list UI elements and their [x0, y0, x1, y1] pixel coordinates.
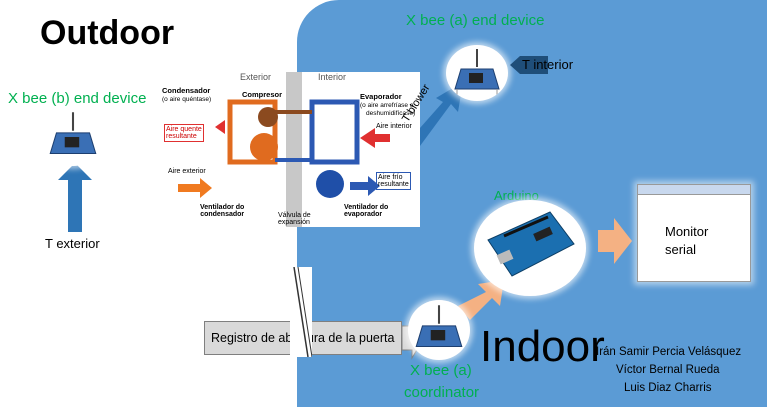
- hvac-aire-quente: Aire quente resultante: [164, 124, 204, 142]
- hvac-diagram: Exterior Interior Condensador (o aire qu…: [160, 72, 420, 227]
- hvac-aire-frio-l2: resultante: [378, 181, 409, 188]
- hvac-valvula-l2: expansión: [278, 219, 310, 226]
- monitor-line2: serial: [665, 242, 697, 257]
- indoor-title: Indoor: [480, 322, 605, 371]
- xbee-a-end-device: [446, 45, 508, 101]
- xbee-module-icon: [49, 112, 97, 155]
- hvac-aire-interior: Aire interior: [376, 123, 412, 130]
- hvac-vent-evap-l1: Ventilador do: [344, 204, 389, 211]
- hvac-valvula: Válvula de expansión: [278, 212, 311, 226]
- monitor-title-bar: [638, 185, 750, 195]
- hvac-vent-evap-l2: evaporador: [344, 211, 383, 218]
- xbee-b-end-device-label: X bee (b) end device: [8, 90, 147, 107]
- t-exterior-arrow: [58, 163, 92, 232]
- xbee-b-end-device: [42, 108, 104, 166]
- author-2: Víctor Bernal Rueda: [616, 364, 720, 376]
- t-interior-arrow-shape: [510, 56, 548, 74]
- hvac-vent-cond-l2: condensador: [200, 211, 245, 218]
- door-sketch: [290, 266, 313, 358]
- author-3: Luis Diaz Charris: [624, 382, 712, 394]
- outdoor-title: Outdoor: [40, 14, 175, 52]
- hvac-aire-frio-l1: Aire frío: [378, 174, 403, 181]
- arduino-label: Arduino: [494, 188, 539, 203]
- hvac-interior-label: Interior: [318, 72, 347, 82]
- hvac-vent-evap: Ventilador do evaporador: [344, 204, 388, 218]
- hvac-condensador-sub: (o aire quéntase): [162, 96, 212, 103]
- hvac-aire-exterior: Aire exterior: [168, 168, 206, 175]
- hvac-evaporador-sub1: (o aire arrefríase e: [360, 102, 414, 109]
- hvac-evaporador-sub2: deshumidifícase): [366, 110, 416, 117]
- hvac-aire-frio: Aire frío resultante: [376, 172, 411, 190]
- author-1: Irán Samir Percia Velásquez: [596, 346, 742, 358]
- hvac-condensador: Condensador: [162, 86, 211, 95]
- xbee-coordinator-label-2: coordinator: [404, 384, 480, 401]
- hvac-vent-cond: Ventilador do condensador: [200, 204, 244, 218]
- arduino-board: [474, 200, 586, 296]
- xbee-module-icon: [415, 305, 463, 348]
- arduino-board-icon: [487, 211, 575, 277]
- hvac-aire-quente-l2: resultante: [166, 133, 197, 140]
- monitor-text: [638, 195, 750, 199]
- hvac-aire-quente-l1: Aire quente: [166, 126, 202, 133]
- xbee-a-end-device-label: X bee (a) end device: [406, 12, 545, 29]
- serial-monitor-window: [637, 184, 751, 282]
- coordinator-to-arduino-arrow: [458, 280, 504, 320]
- hvac-compresor: Compresor: [242, 90, 283, 99]
- hvac-drawing: [178, 72, 390, 227]
- hvac-vent-cond-l1: Ventilador do: [200, 204, 245, 211]
- hvac-evaporador: Evaporador: [360, 92, 402, 101]
- xbee-coordinator: [408, 300, 470, 360]
- t-exterior-label: T exterior: [45, 236, 100, 251]
- hvac-exterior-label: Exterior: [240, 72, 272, 82]
- hvac-valvula-l1: Válvula de: [278, 212, 311, 219]
- monitor-line1: Monitor: [665, 224, 709, 239]
- xbee-coordinator-label-1: X bee (a): [410, 362, 472, 379]
- xbee-module-icon: [454, 49, 500, 95]
- t-interior-label: T interior: [522, 57, 574, 72]
- arduino-to-monitor-arrow: [598, 218, 632, 264]
